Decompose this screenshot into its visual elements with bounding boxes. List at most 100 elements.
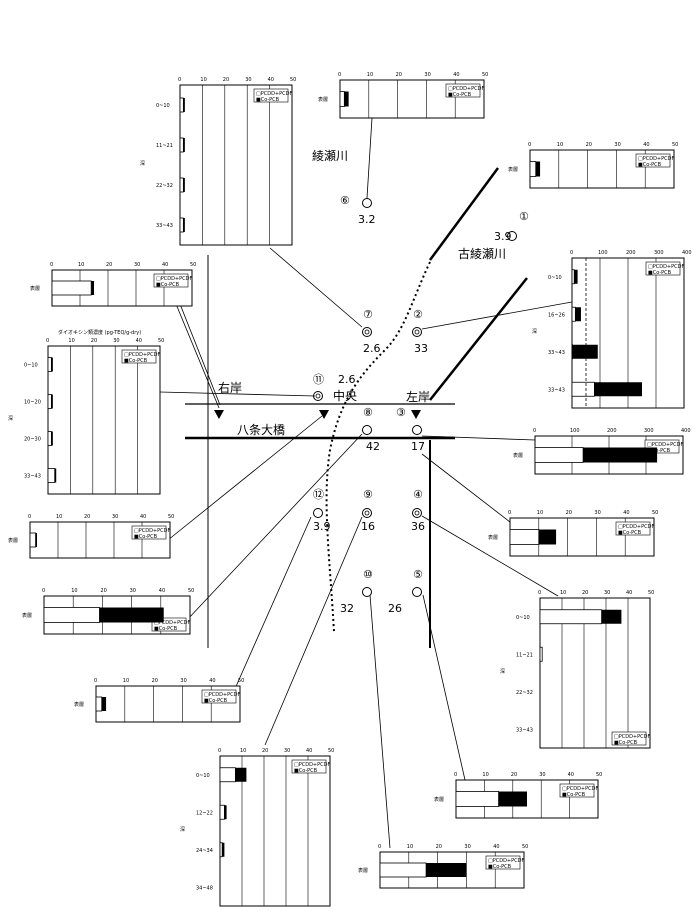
station-2-value: 33 bbox=[414, 342, 428, 355]
bar-pcdd bbox=[47, 394, 52, 409]
leader-line bbox=[366, 117, 373, 199]
bar-pcdd bbox=[51, 280, 92, 296]
leader-lines bbox=[159, 117, 573, 849]
tick-label: 20 bbox=[262, 748, 268, 754]
legend-copcb: ■Co-PCB bbox=[562, 792, 586, 798]
depth-axis-label: 深 bbox=[532, 328, 537, 335]
tick-label: 40 bbox=[268, 77, 274, 83]
depth-label: 0~10 bbox=[156, 103, 170, 109]
station-7-mark: ⑦ bbox=[363, 308, 373, 321]
tick-label: 50 bbox=[168, 514, 174, 520]
leader-line bbox=[369, 594, 391, 849]
tick-label: 50 bbox=[188, 588, 194, 594]
bar-pcdd bbox=[179, 217, 184, 233]
bar-pcdd bbox=[539, 646, 543, 662]
tick-label: 10 bbox=[482, 772, 488, 778]
station-2-circle bbox=[412, 327, 422, 337]
legend-box bbox=[615, 521, 651, 536]
station-12-circle bbox=[313, 508, 323, 518]
tick-label: 10 bbox=[56, 514, 62, 520]
leader-line bbox=[264, 516, 363, 746]
depth-label: 20~30 bbox=[24, 437, 41, 443]
tick-label: 50 bbox=[158, 338, 164, 344]
tick-label: 300 bbox=[654, 250, 664, 256]
bar-copcb bbox=[498, 791, 527, 807]
tick-label: 40 bbox=[162, 262, 168, 268]
depth-axis-label: 深 bbox=[180, 826, 185, 833]
depth-label: 12~22 bbox=[196, 810, 213, 816]
station-8-mark: ⑧ bbox=[363, 406, 373, 419]
station-9-circle bbox=[362, 508, 372, 518]
bar-pcdd bbox=[455, 791, 499, 807]
tick-label: 20 bbox=[582, 590, 588, 596]
tick-label: 30 bbox=[424, 72, 430, 78]
depth-axis-label: 深 bbox=[500, 668, 505, 675]
bar-copcb bbox=[99, 607, 164, 623]
bar-pcdd bbox=[179, 137, 184, 153]
tick-label: 20 bbox=[152, 678, 158, 684]
bar-pcdd bbox=[47, 468, 56, 483]
tick-label: 0 bbox=[42, 588, 45, 594]
tick-label: 0 bbox=[94, 678, 97, 684]
arrow-right bbox=[214, 410, 224, 419]
legend-copcb: ■Co-PCB bbox=[124, 358, 148, 364]
tick-label: 0 bbox=[178, 77, 181, 83]
tick-label: 0 bbox=[218, 748, 221, 754]
depth-axis-label: 深 bbox=[140, 160, 145, 167]
depth-label: 33~43 bbox=[548, 387, 565, 393]
tick-label: 30 bbox=[245, 77, 251, 83]
tick-label: 30 bbox=[604, 590, 610, 596]
leader-line bbox=[421, 515, 559, 597]
tick-label: 0 bbox=[538, 590, 541, 596]
bar-copcb bbox=[91, 281, 94, 295]
depth-label: 0~10 bbox=[548, 275, 562, 281]
bar-copcb bbox=[51, 394, 53, 409]
surface-label: 表層 bbox=[8, 537, 18, 544]
bar-pcdd bbox=[47, 431, 52, 446]
tick-label: 40 bbox=[453, 72, 459, 78]
station-1-circle bbox=[507, 231, 517, 241]
bar-pcdd bbox=[534, 447, 584, 463]
tick-label: 0 bbox=[338, 72, 341, 78]
bar-pcdd bbox=[571, 344, 573, 360]
surface-label: 表層 bbox=[488, 534, 498, 541]
bar-pcdd bbox=[47, 357, 52, 372]
legend-copcb: ■Co-PCB bbox=[488, 864, 512, 870]
station-2-mark: ② bbox=[413, 308, 423, 321]
surface-label: 表層 bbox=[30, 285, 40, 292]
depth-label: 33~43 bbox=[548, 350, 565, 356]
surface-label: 表層 bbox=[318, 96, 328, 103]
depth-label: 11~21 bbox=[516, 652, 533, 658]
legend-copcb: ■Co-PCB bbox=[156, 282, 180, 288]
depth-label: 0~10 bbox=[196, 773, 210, 779]
station-5-value: 26 bbox=[388, 602, 402, 615]
legend-box bbox=[201, 689, 237, 704]
bar-pcdd bbox=[179, 97, 184, 113]
station-8-circle bbox=[362, 425, 372, 435]
tick-label: 20 bbox=[586, 142, 592, 148]
bar-copcb bbox=[426, 863, 467, 877]
legend-copcb: ■Co-PCB bbox=[647, 448, 671, 454]
station-8-value: 42 bbox=[366, 440, 380, 453]
bar-pcdd bbox=[571, 381, 595, 397]
bar-pcdd bbox=[529, 161, 537, 177]
tick-label: 50 bbox=[190, 262, 196, 268]
legend-pcdd: □PCDD+PCDF bbox=[618, 524, 654, 530]
tick-label: 10 bbox=[123, 678, 129, 684]
station-4-circle bbox=[412, 508, 422, 518]
depth-label: 33~43 bbox=[156, 223, 173, 229]
station-12-mark: ⑫ bbox=[313, 488, 324, 501]
axis-title: ダイオキシン類濃度 (pg-TEQ/g-dry) bbox=[58, 329, 141, 336]
depth-label: 33~43 bbox=[516, 727, 533, 733]
bar-copcb bbox=[574, 269, 578, 284]
bar-pcdd bbox=[379, 862, 427, 878]
depth-label: 16~26 bbox=[548, 312, 565, 318]
